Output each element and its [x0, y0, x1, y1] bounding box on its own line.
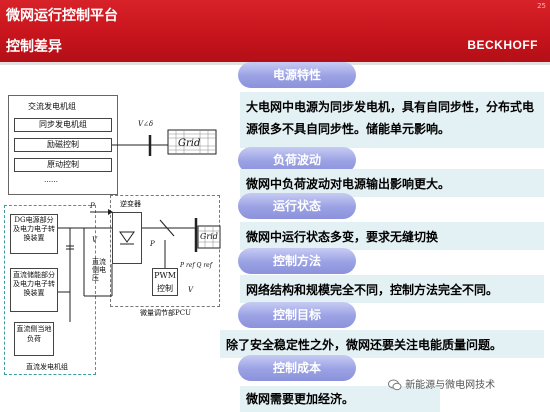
desc-operating-state: 微网中运行状态多变，要求无缝切换	[240, 222, 544, 250]
dc-load-box: 直流侧当地负荷	[14, 322, 54, 356]
page-title: 微网运行控制平台	[6, 8, 118, 24]
vc-label: V	[188, 286, 194, 294]
header-bar: 微网运行控制平台 控制差异 BECKHOFF 25	[0, 0, 550, 62]
wechat-icon	[388, 378, 402, 392]
ac-connection-lines	[112, 129, 217, 156]
voltage-label-top: V∠δ	[138, 120, 154, 128]
desc-power-characteristics: 大电网中电源为同步发电机，具有自同步性，分布式电源很多不具自同步性。储能单元影响…	[240, 92, 544, 148]
desc-control-target: 除了安全稳定性之外，微网还要关注电能质量问题。	[220, 330, 544, 358]
brand-logo: BECKHOFF	[467, 38, 538, 52]
pill-operating-state: 运行状态	[238, 193, 356, 219]
dg-source-box: DG电源部分及电力电子转换装置	[10, 214, 58, 254]
pdc-label: P	[90, 202, 95, 210]
dc-bus-label: 直流侧电压	[92, 258, 106, 282]
vdc-label: V	[92, 236, 98, 244]
inverter-label: 逆变器	[120, 200, 141, 208]
dc-connection-lines	[58, 209, 221, 322]
dc-gen-outline	[4, 205, 96, 375]
pac-label: P	[150, 240, 155, 248]
corner-text: 25	[537, 2, 546, 10]
inverter-box	[112, 212, 142, 264]
pcu-outline	[110, 195, 220, 307]
more-dots: ……	[44, 176, 58, 184]
desc-load-fluctuation: 微网中负荷波动对电源输出影响更大。	[240, 169, 544, 197]
desc-control-cost: 微网需要更加经济。	[240, 386, 440, 412]
pill-control-cost: 控制成本	[238, 355, 356, 381]
prime-mover-box: 原动控制	[14, 158, 112, 172]
pill-control-method: 控制方法	[238, 248, 356, 274]
watermark: 新能源与微电网技术	[388, 376, 495, 392]
excitation-box: 励磁控制	[14, 138, 112, 152]
dc-gen-label: 直流发电机组	[26, 363, 68, 371]
grid-label-top: Grid	[178, 138, 201, 149]
ac-gen-title: 交流发电机组	[28, 102, 76, 111]
sync-gen-box: 同步发电机组	[14, 118, 112, 132]
pill-power-characteristics: 电源特性	[238, 62, 356, 88]
grid-label-bottom: Grid	[200, 232, 218, 241]
pcu-label: 微量调节部PCU	[140, 309, 191, 317]
page-subtitle: 控制差异	[6, 39, 62, 55]
watermark-text: 新能源与微电网技术	[405, 380, 496, 391]
desc-control-method: 网络结构和规模完全不同，控制方法完全不同。	[240, 275, 544, 303]
storage-box: 直流储能部分及电力电子转换装置	[10, 268, 58, 312]
pill-control-target: 控制目标	[238, 302, 356, 328]
pill-load-fluctuation: 负荷波动	[238, 147, 356, 173]
pwm-box: PWM控制	[152, 268, 178, 296]
pref-qref-label: P ref Q ref	[180, 262, 212, 269]
